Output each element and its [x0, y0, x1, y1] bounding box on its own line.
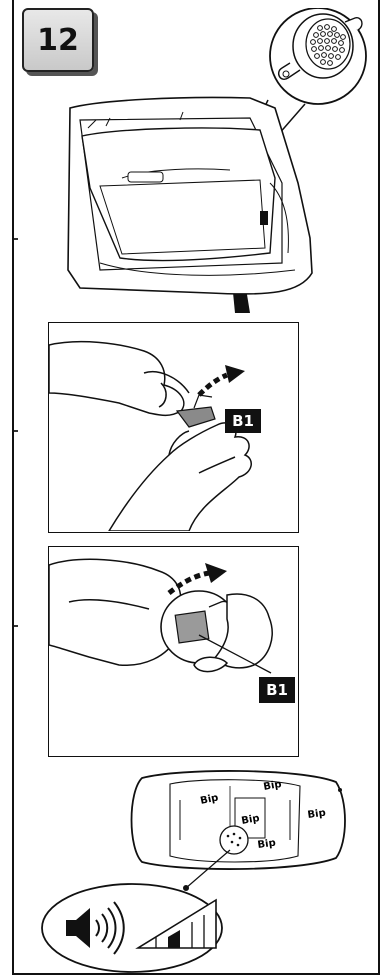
- part-b1-label: B1: [225, 409, 261, 433]
- buzzer-icon: [220, 826, 248, 854]
- hands-attach-illustration: [49, 547, 297, 755]
- hand-icon: [109, 423, 251, 531]
- trunk-illustration: [60, 8, 375, 320]
- hand-icon: [49, 342, 189, 416]
- arrow-icon: [199, 365, 245, 395]
- margin-tick: [14, 430, 18, 432]
- part-b1-label: B1: [259, 677, 295, 703]
- car-top-illustration: Bip Bip Bip Bip Bip: [30, 760, 370, 975]
- attach-panel: B1: [48, 546, 299, 757]
- margin-tick: [14, 625, 18, 627]
- margin-tick: [14, 238, 18, 240]
- peel-panel: B1: [48, 322, 299, 533]
